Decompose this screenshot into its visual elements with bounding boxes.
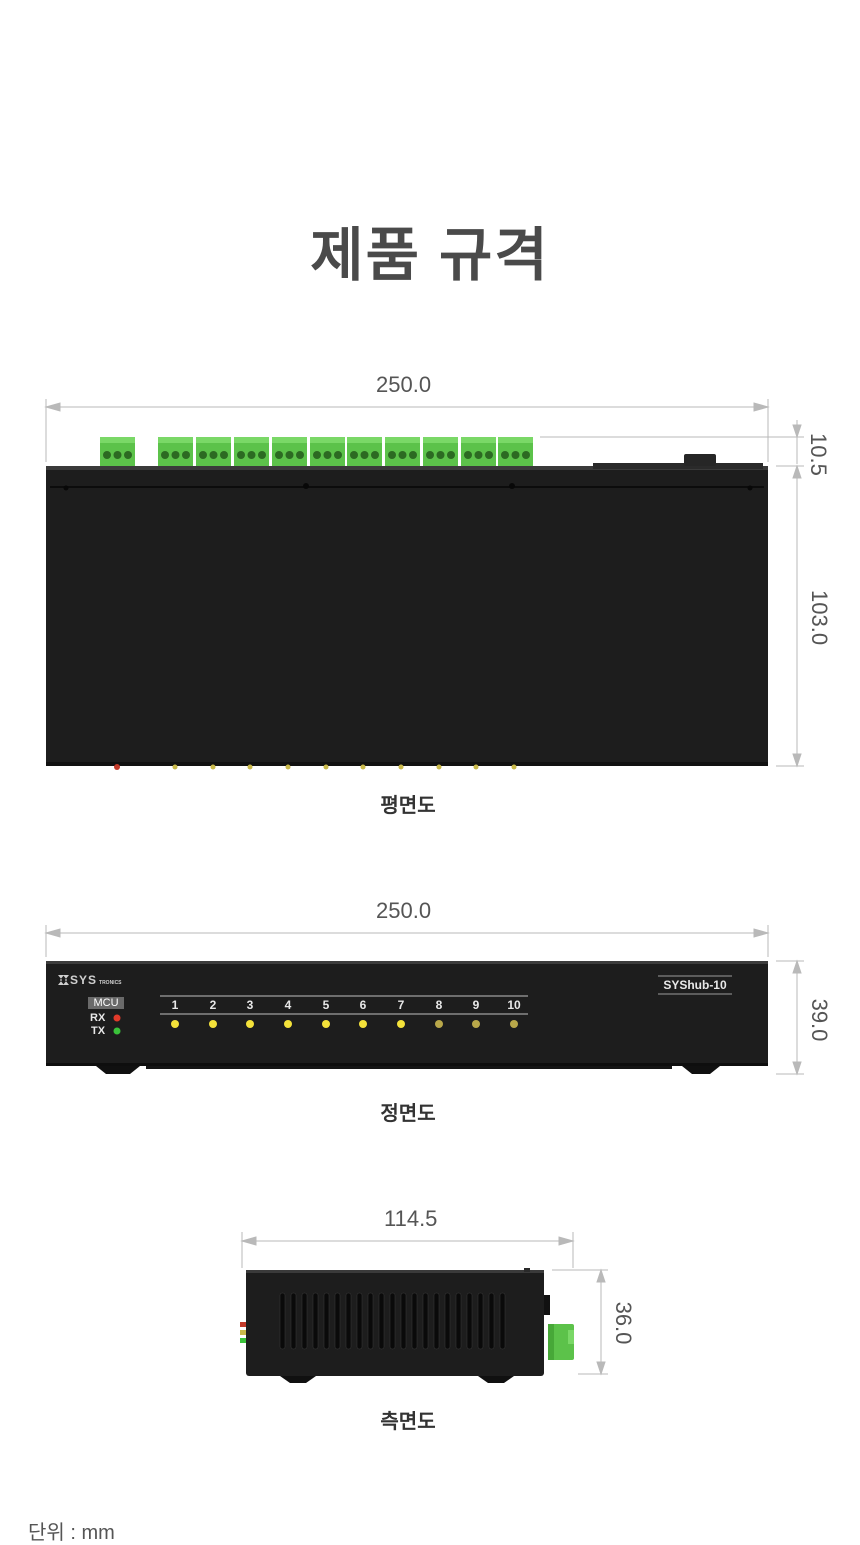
top-view-caption: 평면도 (380, 795, 436, 817)
top-view-device (46, 454, 768, 770)
terminal-block (347, 437, 382, 466)
front-view-height-dimension (776, 959, 804, 1076)
terminal-block (100, 437, 135, 466)
front-view-caption: 정면도 (380, 1103, 436, 1125)
port-label: 3 (246, 998, 254, 1012)
side-view-device (240, 1268, 574, 1383)
top-view-width-dimension (44, 399, 770, 462)
page-title: 제품 규격 (310, 223, 550, 288)
port-label: 8 (435, 998, 443, 1012)
terminal-block (310, 437, 345, 466)
terminal-block (423, 437, 458, 466)
front-view-device (46, 961, 768, 1074)
port-label: 2 (209, 998, 217, 1012)
port-label: 4 (284, 998, 292, 1012)
side-view-width-label: 114.5 (384, 1206, 438, 1231)
top-view-terminal-height-label: 10.5 (806, 433, 831, 476)
port-label: 7 (397, 998, 405, 1012)
top-view-height-dimensions (540, 420, 804, 768)
port-number-row: 1 2 3 4 5 6 7 8 9 10 (160, 998, 530, 1012)
side-view-caption: 측면도 (380, 1411, 436, 1433)
rx-label: RX (90, 1012, 106, 1024)
side-view-height-dimension (552, 1268, 608, 1376)
terminal-block (385, 437, 420, 466)
side-view-height-label: 36.0 (611, 1301, 636, 1345)
side-view-width-dimension (240, 1232, 575, 1268)
front-view-width-dimension (44, 925, 770, 957)
port-label: 5 (322, 998, 330, 1012)
front-view-width-label: 250.0 (376, 898, 432, 923)
port-label: 9 (472, 998, 480, 1012)
terminal-block (461, 437, 496, 466)
top-view-depth-label: 103.0 (807, 590, 832, 646)
terminal-block (234, 437, 269, 466)
side-vents (279, 1292, 506, 1350)
port-label: 10 (507, 998, 521, 1012)
brand-logo (58, 975, 69, 985)
terminal-block (196, 437, 231, 466)
mcu-label: MCU (93, 997, 119, 1009)
top-view-width-label: 250.0 (376, 372, 432, 397)
terminal-block (498, 437, 533, 466)
front-view-height-label: 39.0 (807, 998, 832, 1042)
port-label: 1 (171, 998, 179, 1012)
side-terminal-block (548, 1324, 574, 1360)
tx-label: TX (91, 1025, 106, 1037)
port-label: 6 (359, 998, 367, 1012)
top-view-terminal-blocks (100, 437, 533, 466)
model-name: SYShub-10 (663, 978, 727, 992)
unit-note: 단위 : mm (28, 1522, 115, 1544)
terminal-block (272, 437, 307, 466)
terminal-block (158, 437, 193, 466)
